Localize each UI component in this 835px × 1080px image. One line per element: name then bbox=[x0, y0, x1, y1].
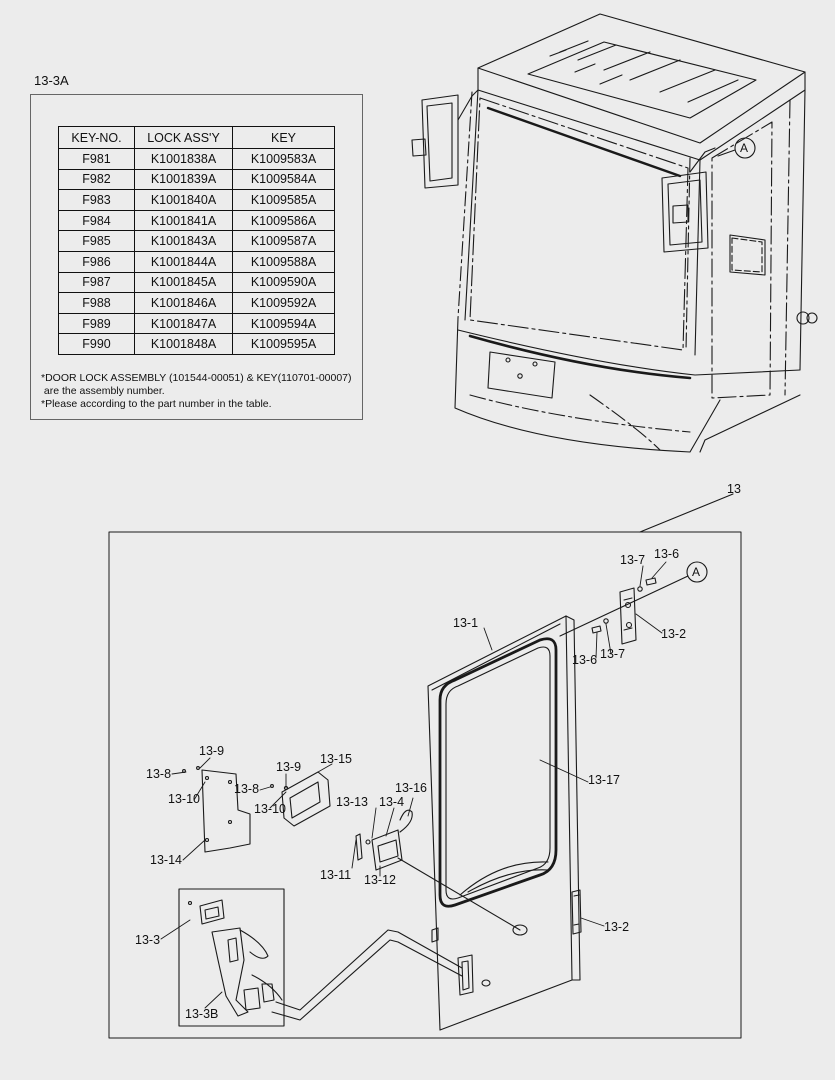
label-13-9-left: 13-9 bbox=[199, 744, 225, 758]
label-13-12: 13-12 bbox=[364, 873, 396, 887]
callout-a-door: A bbox=[692, 565, 701, 579]
cell-key: K1009588A bbox=[232, 250, 335, 273]
label-13-1: 13-1 bbox=[453, 616, 479, 630]
label-13-7-lower: 13-7 bbox=[600, 647, 626, 661]
cell-key: K1009585A bbox=[232, 189, 335, 211]
cell-key-no: F985 bbox=[58, 230, 135, 252]
label-13-3b: 13-3B bbox=[185, 1007, 219, 1021]
cell-key-no: F981 bbox=[58, 148, 135, 170]
label-13-9-right: 13-9 bbox=[276, 760, 302, 774]
label-13-7-upper: 13-7 bbox=[620, 553, 646, 567]
label-13-14: 13-14 bbox=[150, 853, 182, 867]
cell-key: K1009586A bbox=[232, 209, 335, 232]
label-13-8-left: 13-8 bbox=[146, 767, 172, 781]
cell-key-no: F990 bbox=[58, 333, 135, 355]
label-13-13: 13-13 bbox=[336, 795, 368, 809]
leader-lines bbox=[160, 561, 667, 1009]
cell-lock-assy: K1001844A bbox=[134, 250, 233, 273]
trim-panel-13-14 bbox=[182, 766, 251, 853]
cell-lock-assy: K1001845A bbox=[134, 271, 233, 294]
label-13-16: 13-16 bbox=[395, 781, 427, 795]
header-key: KEY bbox=[232, 126, 335, 149]
sub-assembly-13-3 bbox=[178, 888, 463, 1027]
cell-key-no: F982 bbox=[58, 168, 135, 191]
cell-lock-assy: K1001848A bbox=[134, 333, 233, 355]
label-13-8-right: 13-8 bbox=[234, 782, 260, 796]
cell-lock-assy: K1001840A bbox=[134, 189, 233, 211]
cell-key: K1009583A bbox=[232, 148, 335, 170]
lock-13-4 bbox=[355, 809, 521, 931]
door-illustration bbox=[427, 561, 708, 1031]
header-lock-assy: LOCK ASS'Y bbox=[134, 126, 233, 149]
cell-lock-assy: K1001838A bbox=[134, 148, 233, 170]
cell-key: K1009595A bbox=[232, 333, 335, 355]
cell-key: K1009592A bbox=[232, 292, 335, 314]
table-header-row: KEY-NO. LOCK ASS'Y KEY bbox=[58, 126, 335, 149]
cell-key-no: F983 bbox=[58, 189, 135, 211]
label-13-2-upper: 13-2 bbox=[661, 627, 687, 641]
label-13: 13 bbox=[727, 482, 741, 496]
cell-key: K1009587A bbox=[232, 230, 335, 252]
label-13-10-right: 13-10 bbox=[254, 802, 286, 816]
callout-a-cab: A bbox=[740, 141, 749, 155]
cell-key-no: F988 bbox=[58, 292, 135, 314]
label-13-10-left: 13-10 bbox=[168, 792, 200, 806]
table-caption: 13-3A bbox=[34, 73, 69, 88]
door-assembly-frame bbox=[108, 493, 742, 1039]
note-part-number: *Please according to the part number in … bbox=[41, 398, 272, 410]
note-assembly-number: *DOOR LOCK ASSEMBLY (101544-00051) & KEY… bbox=[41, 372, 352, 384]
cell-key-no: F986 bbox=[58, 250, 135, 273]
label-13-4: 13-4 bbox=[379, 795, 405, 809]
label-13-11: 13-11 bbox=[320, 868, 352, 882]
cell-lock-assy: K1001843A bbox=[134, 230, 233, 252]
label-13-17: 13-17 bbox=[588, 773, 620, 787]
cell-lock-assy: K1001841A bbox=[134, 209, 233, 232]
cell-lock-assy: K1001847A bbox=[134, 312, 233, 335]
cell-key-no: F987 bbox=[58, 271, 135, 294]
cell-lock-assy: K1001839A bbox=[134, 168, 233, 191]
label-13-15: 13-15 bbox=[320, 752, 352, 766]
cell-key-no: F989 bbox=[58, 312, 135, 335]
label-13-3: 13-3 bbox=[135, 933, 161, 947]
cell-key: K1009590A bbox=[232, 271, 335, 294]
label-13-6-lower: 13-6 bbox=[572, 653, 598, 667]
note-assembly-number-cont: are the assembly number. bbox=[41, 385, 165, 397]
cab-illustration bbox=[411, 13, 818, 453]
cell-key: K1009584A bbox=[232, 168, 335, 191]
cell-key: K1009594A bbox=[232, 312, 335, 335]
header-key-no: KEY-NO. bbox=[58, 126, 135, 149]
label-13-6-upper: 13-6 bbox=[654, 547, 680, 561]
cell-lock-assy: K1001846A bbox=[134, 292, 233, 314]
cell-key-no: F984 bbox=[58, 209, 135, 232]
label-13-2-lower: 13-2 bbox=[604, 920, 630, 934]
